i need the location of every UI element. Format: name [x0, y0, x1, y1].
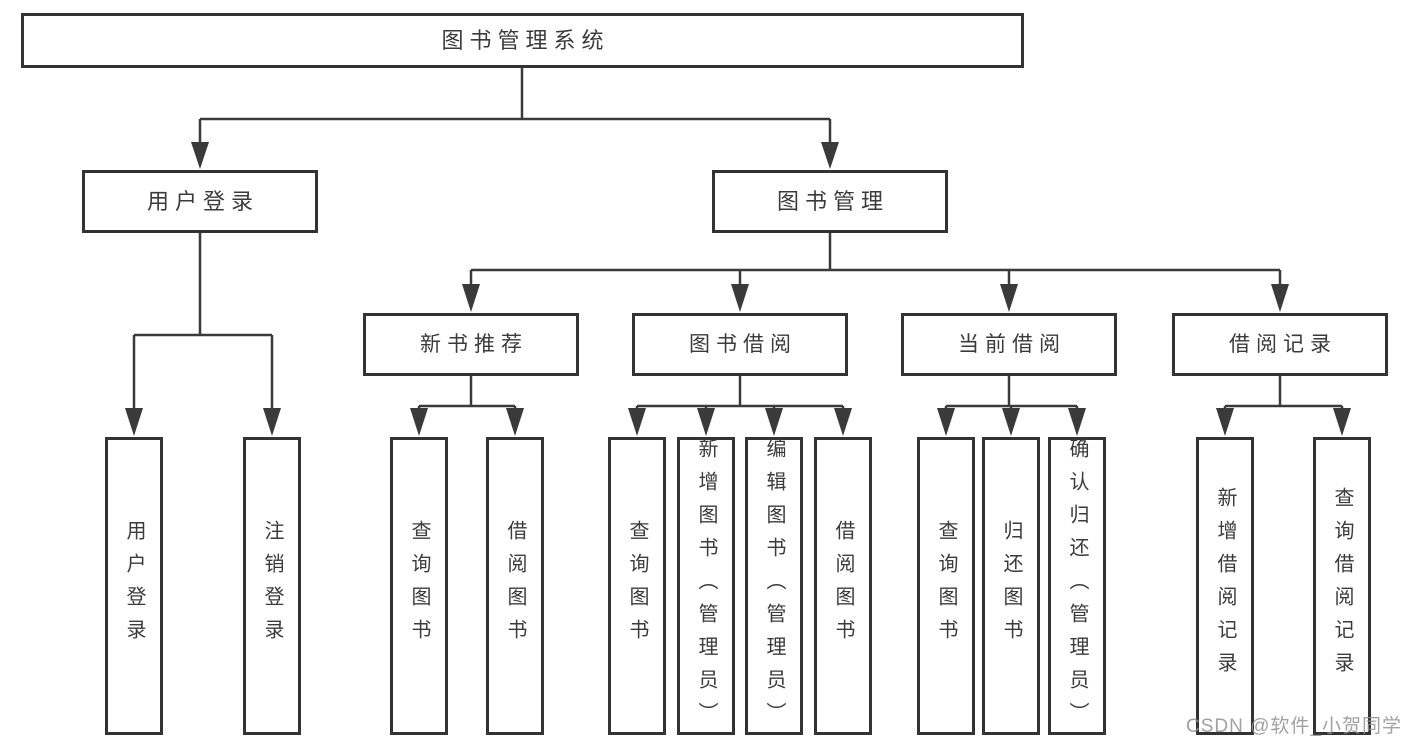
node-current-borrowing: 当前借阅	[901, 313, 1117, 376]
node-root-system-label: 图书管理系统	[441, 27, 610, 53]
leaf-current-return-books-label: 归还图书	[1000, 520, 1022, 652]
node-borrow-records: 借阅记录	[1172, 313, 1388, 376]
node-user-login-label: 用户登录	[146, 188, 259, 214]
leaf-records-add-record: 新增借阅记录	[1196, 437, 1254, 735]
leaf-records-add-record-label: 新增借阅记录	[1214, 487, 1236, 685]
leaf-recommend-borrow-books: 借阅图书	[486, 437, 544, 735]
leaf-recommend-borrow-books-label: 借阅图书	[504, 520, 526, 652]
node-root-system: 图书管理系统	[21, 13, 1024, 68]
node-book-borrowing: 图书借阅	[632, 313, 848, 376]
node-new-book-recommend-label: 新书推荐	[420, 333, 528, 356]
leaf-current-query-books-label: 查询图书	[935, 520, 957, 652]
csdn-watermark: CSDN @软件_小贺同学	[1186, 716, 1402, 737]
leaf-logout: 注销登录	[243, 437, 301, 735]
node-user-login: 用户登录	[82, 170, 318, 233]
leaf-borrowing-query-books: 查询图书	[608, 437, 666, 735]
leaf-borrowing-edit-books-admin: 编辑图书（管理员）	[745, 437, 803, 735]
leaf-records-query-record-label: 查询借阅记录	[1331, 487, 1353, 685]
leaf-borrowing-borrow-books: 借阅图书	[814, 437, 872, 735]
leaf-records-query-record: 查询借阅记录	[1313, 437, 1371, 735]
node-book-borrowing-label: 图书借阅	[689, 333, 797, 356]
leaf-current-confirm-return-admin-label: 确认归还（管理员）	[1066, 437, 1088, 735]
node-current-borrowing-label: 当前借阅	[958, 333, 1066, 356]
arrowheads	[125, 142, 1351, 436]
leaf-borrowing-query-books-label: 查询图书	[626, 520, 648, 652]
node-borrow-records-label: 借阅记录	[1229, 333, 1337, 356]
leaf-user-login: 用户登录	[105, 437, 163, 735]
leaf-current-confirm-return-admin: 确认归还（管理员）	[1048, 437, 1106, 735]
node-book-management: 图书管理	[712, 170, 948, 233]
leaf-borrowing-edit-books-admin-label: 编辑图书（管理员）	[763, 437, 785, 735]
leaf-borrowing-borrow-books-label: 借阅图书	[832, 520, 854, 652]
node-book-management-label: 图书管理	[776, 188, 889, 214]
node-new-book-recommend: 新书推荐	[363, 313, 579, 376]
leaf-logout-label: 注销登录	[261, 520, 283, 652]
leaf-recommend-query-books-label: 查询图书	[408, 520, 430, 652]
leaf-recommend-query-books: 查询图书	[390, 437, 448, 735]
leaf-user-login-label: 用户登录	[123, 520, 145, 652]
leaf-borrowing-add-books-admin-label: 新增图书（管理员）	[695, 437, 717, 735]
leaf-borrowing-add-books-admin: 新增图书（管理员）	[677, 437, 735, 735]
leaf-current-return-books: 归还图书	[982, 437, 1040, 735]
leaf-current-query-books: 查询图书	[917, 437, 975, 735]
